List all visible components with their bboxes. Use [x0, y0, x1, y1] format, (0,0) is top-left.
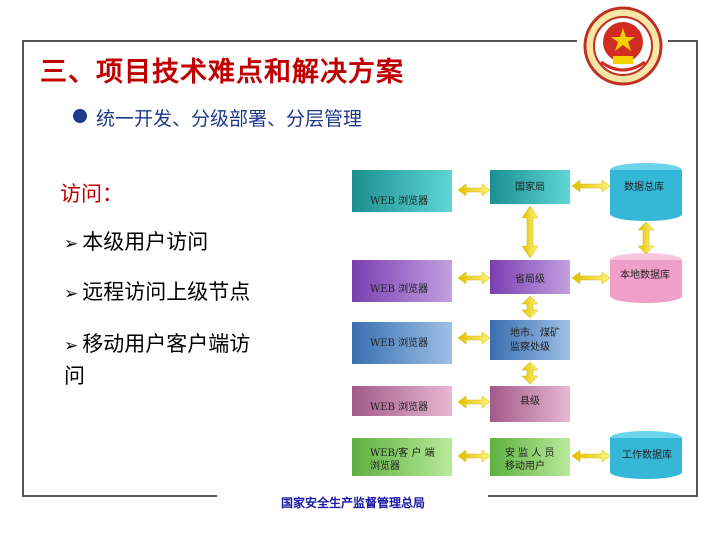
local-db-bottom — [610, 289, 682, 303]
national-bureau-label: 国家局 — [515, 180, 545, 193]
bullet-dot-icon — [73, 109, 87, 123]
arrow-mobile-db — [571, 449, 611, 463]
city-label-2: 监察处级 — [510, 340, 550, 353]
list-item: ➢本级用户访问 — [64, 226, 208, 260]
frame-line-left — [22, 40, 24, 496]
city-box — [490, 320, 570, 360]
mobile-user-label-2: 移动用户 — [505, 459, 545, 472]
access-label: 访问： — [60, 182, 123, 206]
arrow-client-mobile — [457, 449, 491, 463]
province-label: 省局级 — [515, 272, 545, 285]
browser-box-3 — [352, 322, 452, 364]
browser-label-4: WEB 浏览器 — [370, 400, 428, 413]
client-label-2: 浏览器 — [370, 459, 400, 472]
list-item-text: 本级用户访问 — [82, 230, 209, 254]
list-item-text: 远程访问上级节点 — [82, 280, 251, 304]
arrow-browser-city — [457, 331, 491, 345]
county-box — [490, 386, 570, 422]
footer-org-name: 国家安全生产监督管理总局 — [280, 496, 425, 510]
page-subtitle: 统一开发、分级部署、分层管理 — [96, 108, 363, 130]
arrow-browser-county — [457, 395, 491, 409]
arrow-browser-province — [457, 271, 491, 285]
arrow-bullet-icon: ➢ — [64, 284, 79, 304]
local-db-label: 本地数据库 — [620, 268, 670, 281]
frame-line-bottom-left — [22, 495, 217, 497]
central-db-label: 数据总库 — [624, 180, 664, 193]
county-label: 县级 — [520, 395, 540, 407]
browser-box-1 — [352, 170, 452, 212]
mobile-user-label-1: 安 监 人 员 — [505, 446, 555, 459]
frame-line-top-right — [668, 40, 698, 42]
page-title: 三、项目技术难点和解决方案 — [40, 57, 404, 88]
arrow-db-sync — [637, 221, 655, 255]
arrow-bullet-icon: ➢ — [64, 336, 79, 356]
arrow-bullet-icon: ➢ — [64, 234, 79, 254]
browser-label-3: WEB 浏览器 — [370, 336, 428, 349]
frame-line-right — [696, 40, 698, 496]
frame-line-top — [22, 40, 577, 42]
province-box — [490, 260, 570, 294]
arrow-city-county — [521, 361, 539, 385]
list-item: ➢移动用户客户端访 — [64, 328, 250, 362]
central-db-body — [610, 170, 682, 214]
browser-label-2: WEB 浏览器 — [370, 282, 428, 295]
arrow-browser-national — [457, 183, 491, 197]
frame-line-bottom-right — [488, 495, 698, 497]
list-item: ➢远程访问上级节点 — [64, 276, 250, 310]
browser-box-4 — [352, 386, 452, 416]
arrow-national-db — [571, 179, 611, 193]
list-item-text: 移动用户客户端访 — [82, 332, 251, 356]
client-label-1: WEB/客 户 端 — [370, 446, 435, 459]
list-item-continuation: 问 — [64, 364, 85, 388]
work-db-bottom — [610, 465, 682, 479]
arrow-national-province — [521, 205, 539, 259]
architecture-diagram: WEB 浏览器 国家局 数据总库 WEB 浏览器 省局级 本地数据库 WEB 浏… — [352, 163, 682, 479]
national-bureau-box — [490, 170, 570, 204]
city-label-1: 地市、煤矿 — [510, 326, 560, 339]
client-box — [352, 438, 452, 476]
arrow-province-city — [521, 295, 539, 319]
mobile-user-box — [490, 438, 570, 476]
central-db-bottom — [610, 207, 682, 221]
emblem-icon — [583, 6, 663, 86]
browser-box-2 — [352, 260, 452, 302]
work-db-label: 工作数据库 — [622, 448, 672, 461]
arrow-province-db — [571, 271, 611, 285]
browser-label-1: WEB 浏览器 — [370, 194, 428, 207]
